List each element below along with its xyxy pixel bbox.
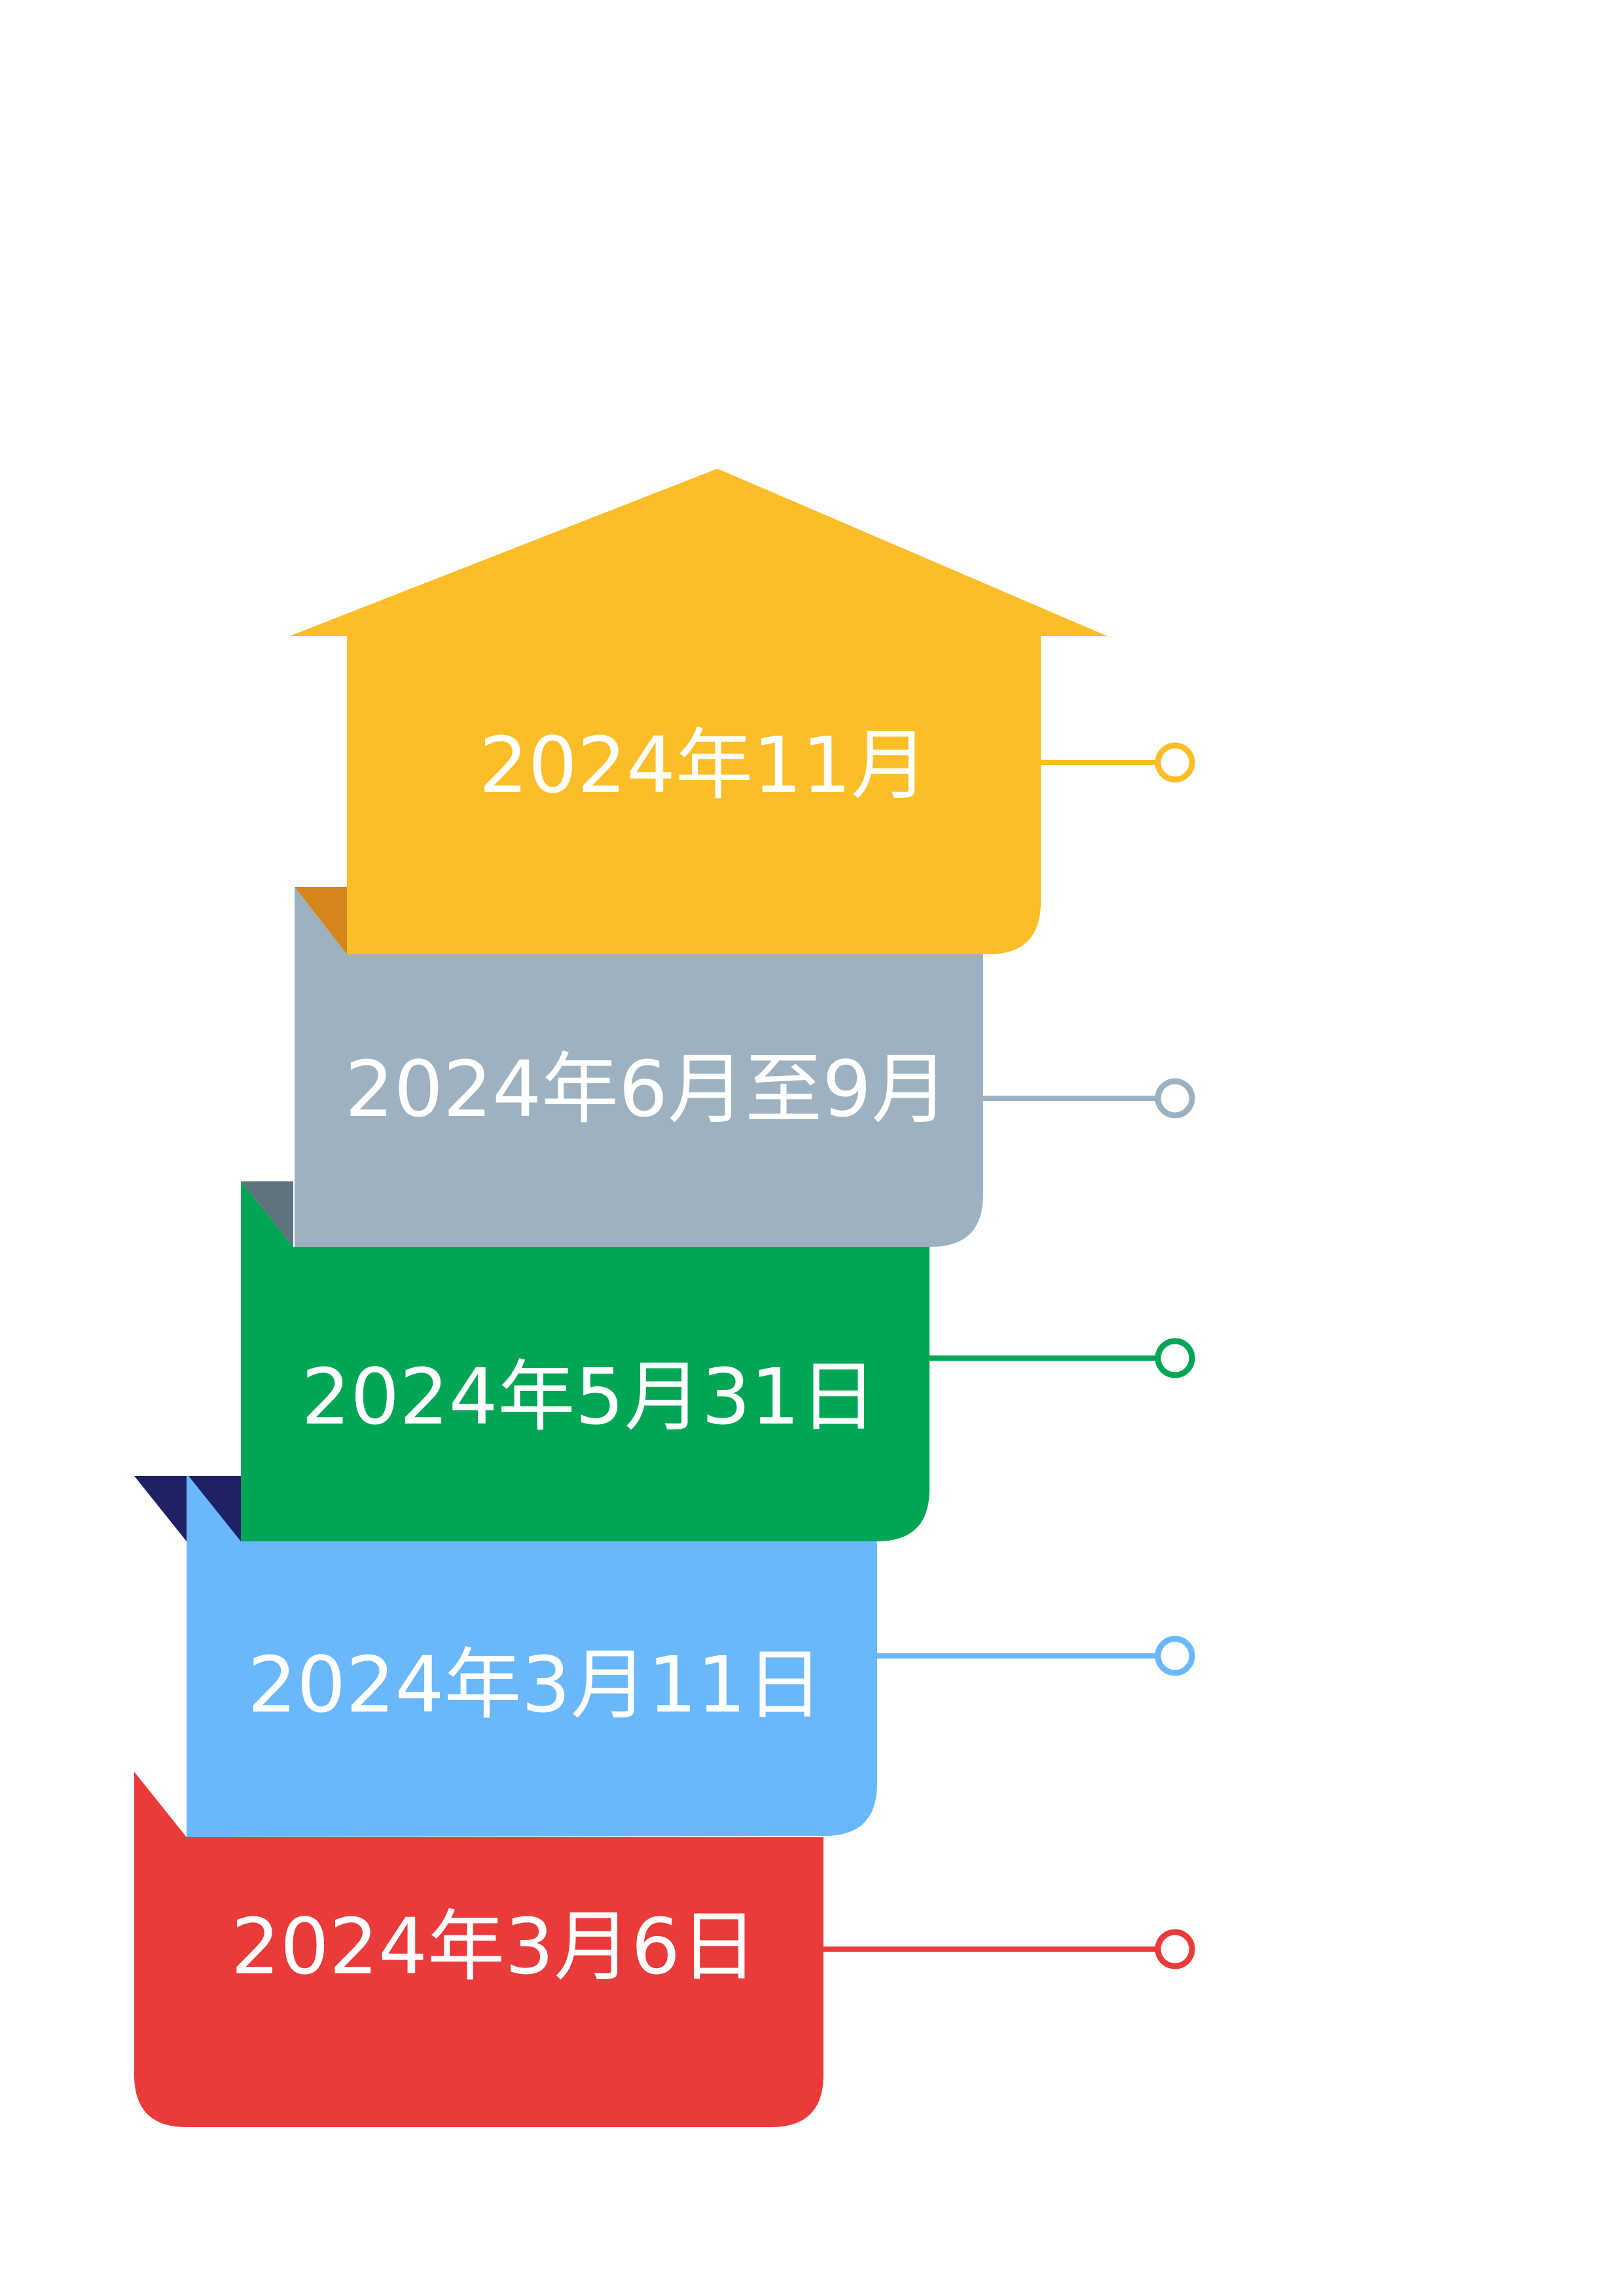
timeline-step-2: 2024年6月至9月 — [241, 887, 1195, 1247]
step-3-block — [241, 1181, 929, 1541]
step-5-label: 2024年3月6日 — [231, 1901, 757, 1992]
step-2-label: 2024年6月至9月 — [345, 1044, 948, 1134]
step-5-block — [134, 1772, 823, 2127]
step-1-arrow-block — [289, 469, 1108, 954]
step-3-marker — [1155, 1338, 1195, 1378]
step-1-marker — [1155, 742, 1195, 783]
step-4-marker — [1155, 1636, 1195, 1676]
step-3-label: 2024年5月31日 — [301, 1352, 877, 1442]
timeline-step-1: 2024年11月 — [289, 469, 1195, 954]
step-4-label: 2024年3月11日 — [247, 1640, 823, 1730]
step-2-marker — [1155, 1078, 1195, 1119]
timeline-step-3: 2024年5月31日 — [189, 1181, 1195, 1541]
step-3-fold — [189, 1476, 241, 1541]
timeline-step-4: 2024年3月11日 — [134, 1476, 1195, 1837]
step-4-fold — [134, 1476, 187, 1541]
step-1-label: 2024年11月 — [479, 720, 928, 810]
step-1-fold — [295, 887, 347, 954]
step-2-fold — [241, 1181, 293, 1247]
step-2-block — [295, 887, 983, 1247]
step-4-block — [187, 1476, 877, 1837]
timeline-step-5: 2024年3月6日 — [134, 1772, 1195, 2127]
step-5-marker — [1155, 1929, 1195, 1969]
